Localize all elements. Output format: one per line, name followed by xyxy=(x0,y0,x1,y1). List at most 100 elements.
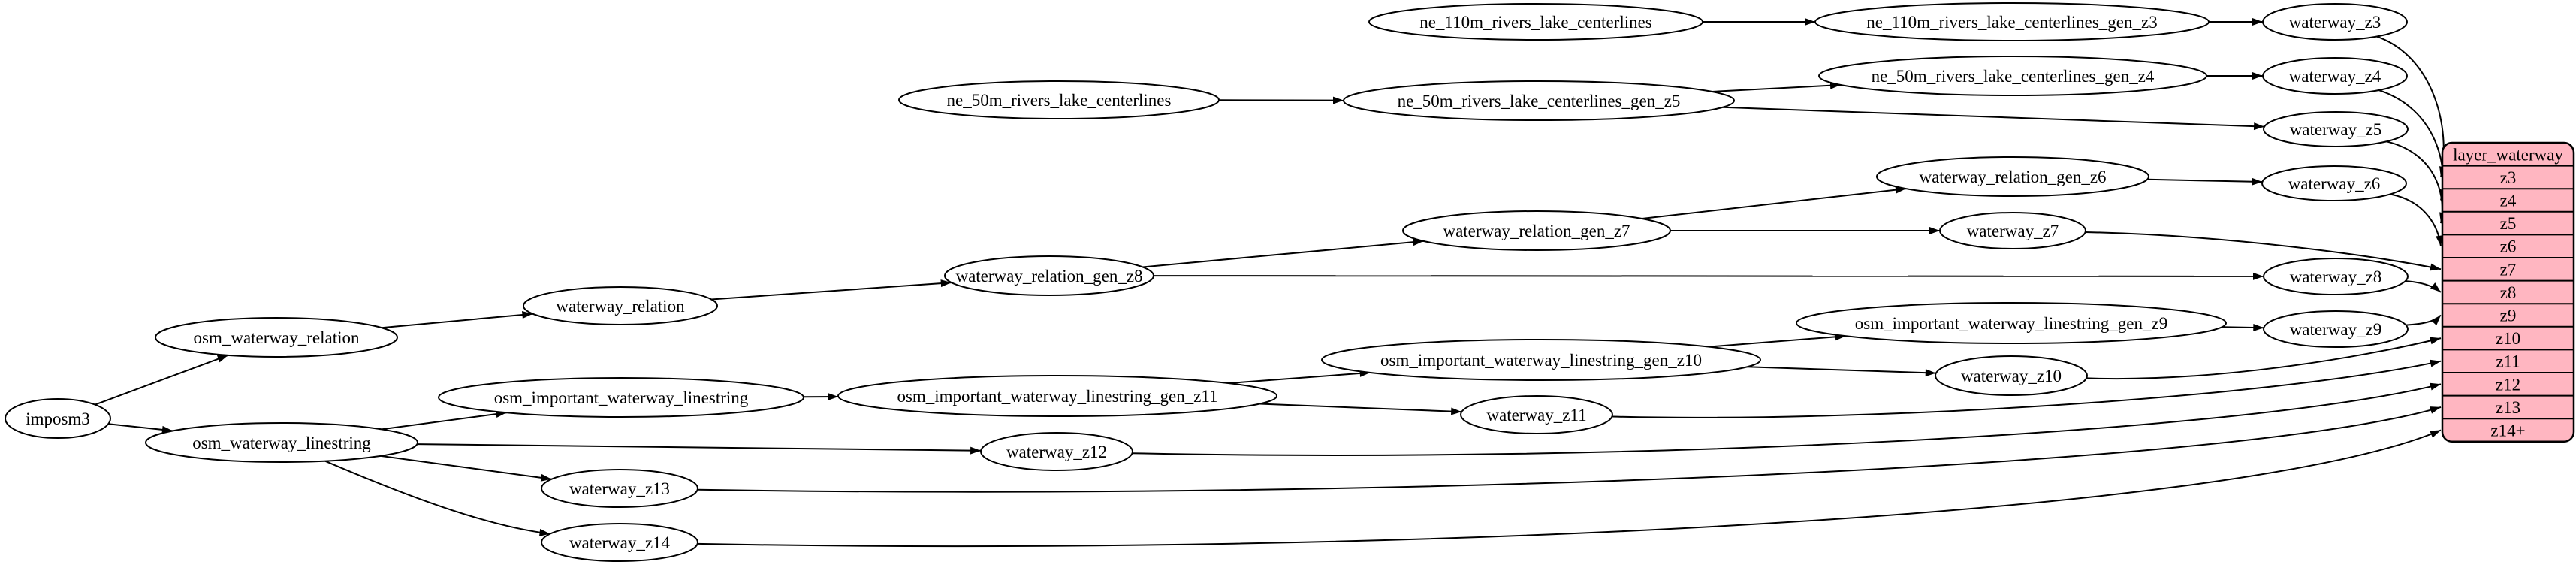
node-label: waterway_z9 xyxy=(2290,320,2382,339)
node-imposm3: imposm3 xyxy=(5,398,111,439)
node-waterway_z3: waterway_z3 xyxy=(2262,3,2408,41)
edge-osm_important_waterway_linestring_gen_z11-to-waterway_z11 xyxy=(1259,403,1462,415)
node-shape xyxy=(2263,258,2409,295)
node-osm_important_waterway_linestring_gen_z11: osm_important_waterway_linestring_gen_z1… xyxy=(837,375,1277,417)
edge-waterway_z13-to-layer-row-z13 xyxy=(697,406,2442,493)
node-shape xyxy=(1321,339,1761,381)
node-label: waterway_z11 xyxy=(1486,406,1586,425)
node-osm_waterway_linestring: osm_waterway_linestring xyxy=(145,422,418,463)
node-label: ne_50m_rivers_lake_centerlines xyxy=(947,91,1172,110)
edge-waterway_z12-to-layer-row-z12 xyxy=(1132,382,2442,456)
edge-osm_waterway_linestring-to-waterway_z13 xyxy=(380,455,552,482)
node-label: waterway_z6 xyxy=(2288,174,2381,193)
layer-table: layer_waterwayz3z4z5z6z7z8z9z10z11z12z13… xyxy=(2441,141,2575,443)
node-label: ne_110m_rivers_lake_centerlines_gen_z3 xyxy=(1866,13,2157,32)
edge-waterway_z6-to-layer-row-z6 xyxy=(2390,193,2444,246)
node-waterway_z8: waterway_z8 xyxy=(2263,258,2409,295)
layer-table-background xyxy=(2441,141,2575,443)
node-waterway_z6: waterway_z6 xyxy=(2261,165,2407,201)
node-waterway_relation: waterway_relation xyxy=(523,286,718,325)
node-label: waterway_z7 xyxy=(1967,222,2059,240)
edge-waterway_relation_gen_z8-to-waterway_relation_gen_z7 xyxy=(1142,238,1424,268)
edge-waterway_z7-to-layer-row-z7 xyxy=(2085,231,2442,271)
node-ne_50m_rivers_lake_centerlines: ne_50m_rivers_lake_centerlines xyxy=(898,80,1220,119)
node-waterway_z4: waterway_z4 xyxy=(2262,57,2408,95)
table-row-z12: z12 xyxy=(2496,375,2520,394)
edge-ne_50m_rivers_lake_centerlines_gen_z5-to-ne_50m_rivers_lake_centerlines_gen_z4 xyxy=(1712,81,1842,92)
table-row-z9: z9 xyxy=(2500,307,2517,325)
node-label: osm_important_waterway_linestring xyxy=(494,388,749,407)
node-waterway_z12: waterway_z12 xyxy=(980,432,1133,471)
table-row-z10: z10 xyxy=(2496,329,2520,348)
node-waterway_relation_gen_z8: waterway_relation_gen_z8 xyxy=(944,255,1154,296)
node-ne_110m_rivers_lake_centerlines: ne_110m_rivers_lake_centerlines xyxy=(1368,3,1703,41)
edge-waterway_z9-to-layer-row-z9 xyxy=(2406,314,2442,326)
node-shape xyxy=(2262,3,2408,41)
edge-osm_waterway_relation-to-waterway_relation xyxy=(381,311,533,329)
edge-osm_important_waterway_linestring_gen_z9-to-waterway_z9 xyxy=(2222,323,2264,331)
node-label: osm_important_waterway_linestring_gen_z1… xyxy=(1380,351,1702,370)
node-shape xyxy=(438,377,804,418)
table-row-z11: z11 xyxy=(2496,352,2520,371)
node-shape xyxy=(1343,80,1735,121)
node-shape xyxy=(2262,57,2408,95)
edge-osm_important_waterway_linestring_gen_z10-to-waterway_z10 xyxy=(1747,366,1936,377)
node-ne_110m_rivers_lake_centerlines_gen_z3: ne_110m_rivers_lake_centerlines_gen_z3 xyxy=(1814,2,2210,41)
node-osm_important_waterway_linestring_gen_z9: osm_important_waterway_linestring_gen_z9 xyxy=(1796,302,2227,344)
node-shape xyxy=(1939,212,2086,249)
node-shape xyxy=(541,523,698,562)
node-osm_waterway_relation: osm_waterway_relation xyxy=(155,317,398,358)
node-label: waterway_z8 xyxy=(2290,267,2382,286)
node-osm_important_waterway_linestring_gen_z10: osm_important_waterway_linestring_gen_z1… xyxy=(1321,339,1761,381)
table-row-z5: z5 xyxy=(2500,214,2517,233)
node-label: ne_50m_rivers_lake_centerlines_gen_z4 xyxy=(1872,67,2155,86)
node-shape xyxy=(1460,395,1613,434)
node-waterway_z11: waterway_z11 xyxy=(1460,395,1613,434)
node-shape xyxy=(5,398,111,439)
layer-table-title: layer_waterway xyxy=(2453,145,2563,164)
edge-waterway_z8-to-layer-row-z8 xyxy=(2405,280,2442,293)
node-waterway_z13: waterway_z13 xyxy=(541,469,698,508)
node-shape xyxy=(837,375,1277,417)
node-label: waterway_relation_gen_z8 xyxy=(955,267,1142,286)
edge-imposm3-to-osm_waterway_linestring xyxy=(108,423,173,434)
node-shape xyxy=(155,317,398,358)
node-label: osm_important_waterway_linestring_gen_z1… xyxy=(897,387,1217,406)
node-ne_50m_rivers_lake_centerlines_gen_z4: ne_50m_rivers_lake_centerlines_gen_z4 xyxy=(1818,56,2207,96)
node-label: waterway_z13 xyxy=(569,479,670,498)
node-waterway_relation_gen_z6: waterway_relation_gen_z6 xyxy=(1876,156,2149,197)
node-label: waterway_z14 xyxy=(569,533,671,552)
node-waterway_relation_gen_z7: waterway_relation_gen_z7 xyxy=(1402,210,1671,251)
node-shape xyxy=(944,255,1154,296)
table-row-z7: z7 xyxy=(2500,260,2517,279)
node-label: waterway_z4 xyxy=(2289,67,2381,86)
node-label: waterway_relation_gen_z6 xyxy=(1919,168,2106,186)
edge-osm_important_waterway_linestring_gen_z11-to-osm_important_waterway_linestring_gen_z10 xyxy=(1228,369,1371,385)
edge-waterway_relation_gen_z7-to-waterway_relation_gen_z6 xyxy=(1642,186,1907,219)
edge-waterway_z10-to-layer-row-z10 xyxy=(2086,337,2442,380)
table-row-z13: z13 xyxy=(2496,398,2520,417)
node-shape xyxy=(1796,302,2227,344)
node-label: ne_50m_rivers_lake_centerlines_gen_z5 xyxy=(1398,92,1681,110)
table-row-z3: z3 xyxy=(2500,168,2517,187)
node-shape xyxy=(1876,156,2149,197)
node-label: waterway_relation_gen_z7 xyxy=(1443,222,1630,240)
table-row-z4: z4 xyxy=(2500,192,2517,210)
node-label: osm_important_waterway_linestring_gen_z9 xyxy=(1855,314,2167,333)
edge-waterway_relation-to-waterway_relation_gen_z8 xyxy=(711,279,952,301)
edge-imposm3-to-osm_waterway_relation xyxy=(95,354,229,406)
node-osm_important_waterway_linestring: osm_important_waterway_linestring xyxy=(438,377,804,418)
table-row-z6: z6 xyxy=(2500,237,2517,256)
node-label: waterway_z3 xyxy=(2289,13,2381,32)
edge-waterway_relation_gen_z6-to-waterway_z6 xyxy=(2147,177,2263,186)
node-shape xyxy=(2263,111,2409,147)
node-waterway_z5: waterway_z5 xyxy=(2263,111,2409,147)
node-shape xyxy=(523,286,718,325)
node-shape xyxy=(2261,165,2407,201)
node-ne_50m_rivers_lake_centerlines_gen_z5: ne_50m_rivers_lake_centerlines_gen_z5 xyxy=(1343,80,1735,121)
node-waterway_z14: waterway_z14 xyxy=(541,523,698,562)
node-label: osm_waterway_linestring xyxy=(192,434,371,452)
node-label: ne_110m_rivers_lake_centerlines xyxy=(1419,13,1652,32)
